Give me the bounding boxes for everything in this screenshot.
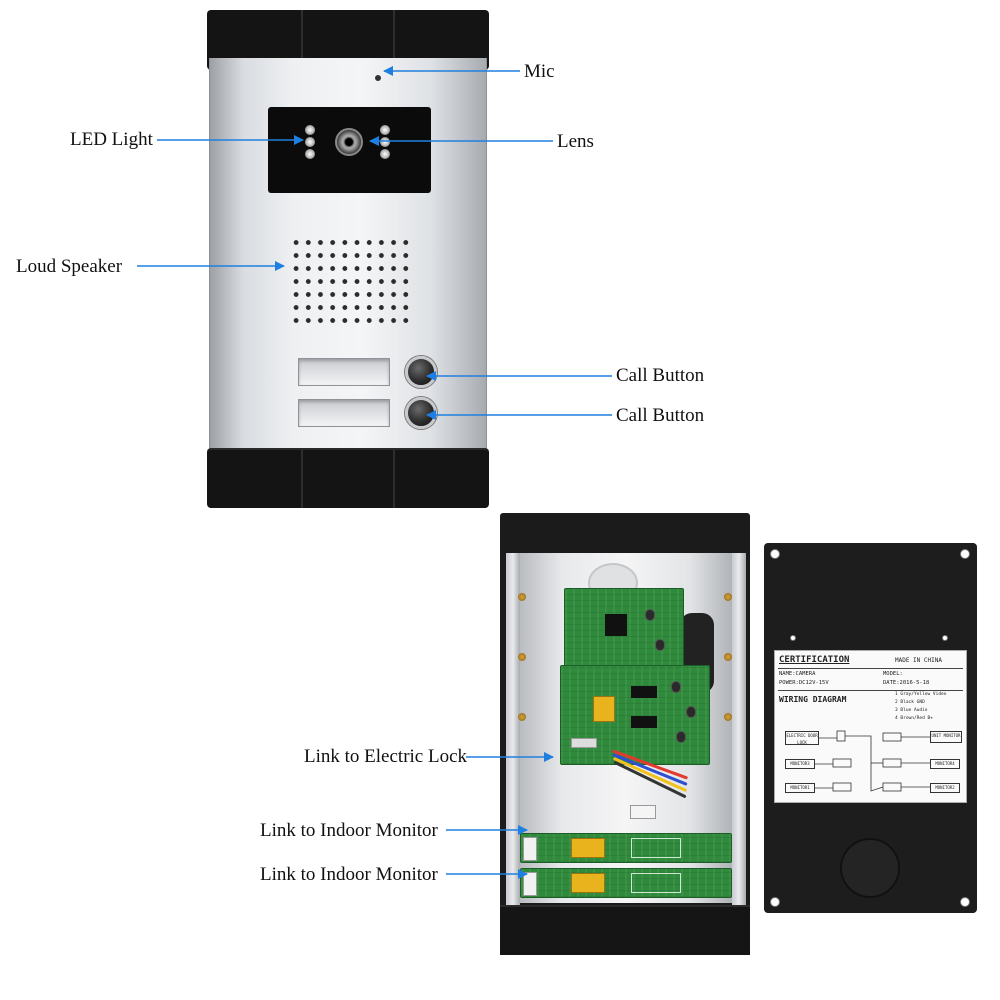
- monitor-link-pcb-1: [520, 833, 732, 863]
- wiring-legend-3: 3 Blue Audio: [895, 708, 928, 713]
- label-lens: Lens: [557, 131, 594, 152]
- box-monitor2: MONITOR2: [930, 783, 960, 793]
- door-station-front-panel: [207, 10, 489, 508]
- label-loud-speaker: Loud Speaker: [16, 256, 123, 277]
- box-monitor3: MONITOR3: [785, 759, 815, 769]
- cert-model: MODEL:: [883, 671, 903, 677]
- call-button-1[interactable]: [405, 356, 437, 388]
- wiring-legend-1: 1 Gray/Yellow Video: [895, 692, 947, 697]
- label-mic: Mic: [524, 61, 555, 82]
- mount-hole: [770, 897, 780, 907]
- rear-cover-plate: CERTIFICATION MADE IN CHINA NAME:CAMERA …: [764, 543, 977, 913]
- wiring-legend-4: 4 Brown/Red B+: [895, 716, 933, 721]
- wiring-diagram-title: WIRING DIAGRAM: [779, 695, 847, 704]
- rear-housing-open: [500, 513, 750, 955]
- housing-interior: [520, 553, 732, 903]
- bottom-end-cap: [207, 448, 489, 508]
- cable-knockout: [840, 838, 900, 898]
- monitor-link-pcb-2: [520, 868, 732, 898]
- name-plate-1: [298, 358, 390, 386]
- camera-window: [268, 107, 431, 193]
- led-light-left: [305, 125, 315, 159]
- cert-power: POWER:DC12V-15V: [779, 680, 829, 686]
- label-link-indoor-monitor-1: Link to Indoor Monitor: [260, 820, 438, 841]
- led-light-right: [380, 125, 390, 159]
- label-call-button-2: Call Button: [616, 405, 705, 426]
- call-button-2[interactable]: [405, 397, 437, 429]
- box-monitor1: MONITOR1: [785, 783, 815, 793]
- wiring-legend-2: 2 Black GND: [895, 700, 925, 705]
- mount-hole: [960, 549, 970, 559]
- cert-made-in: MADE IN CHINA: [895, 657, 942, 664]
- aluminum-faceplate: [209, 58, 487, 462]
- camera-pcb: [564, 588, 684, 668]
- camera-lens: [335, 128, 363, 156]
- box-monitor4: MONITOR4: [930, 759, 960, 769]
- mount-hole: [790, 635, 796, 641]
- cert-name: NAME:CAMERA: [779, 671, 816, 677]
- certification-sticker: CERTIFICATION MADE IN CHINA NAME:CAMERA …: [774, 650, 967, 803]
- label-call-button-1: Call Button: [616, 365, 705, 386]
- main-control-pcb: [560, 665, 710, 765]
- mount-hole: [960, 897, 970, 907]
- mount-hole: [942, 635, 948, 641]
- mount-hole: [770, 549, 780, 559]
- cert-title: CERTIFICATION: [779, 655, 850, 665]
- label-link-indoor-monitor-2: Link to Indoor Monitor: [260, 864, 438, 885]
- box-unit-monitor: UNIT MONITOR: [930, 731, 962, 743]
- loud-speaker-grille: [290, 236, 412, 328]
- cert-date: DATE:2016-5-18: [883, 680, 930, 686]
- name-plate-2: [298, 399, 390, 427]
- label-link-electric-lock: Link to Electric Lock: [304, 746, 468, 767]
- wiring-lines: [815, 730, 930, 792]
- box-electric-door-lock: ELECTRIC DOOR LOCK: [785, 731, 819, 745]
- mic-hole: [375, 75, 381, 81]
- label-led-light: LED Light: [70, 129, 153, 150]
